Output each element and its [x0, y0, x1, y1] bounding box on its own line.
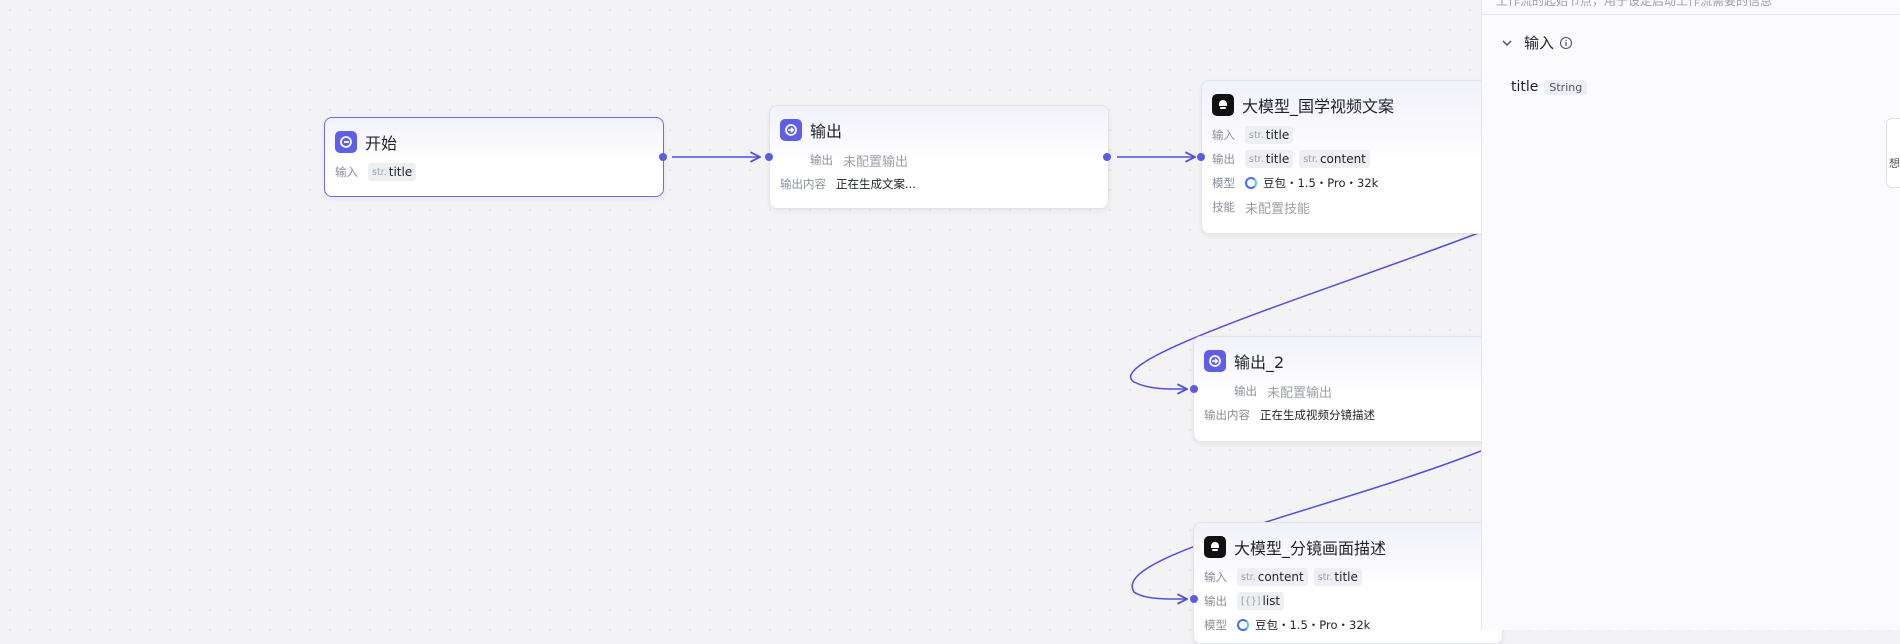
panel-description: 工作流的起始节点，用于设定启动工作流需要的信息 — [1496, 0, 1773, 8]
field-label: 输出 — [1204, 594, 1227, 608]
output-icon — [780, 119, 802, 141]
input-section-header[interactable]: 输入 — [1500, 32, 1573, 53]
field-label: 输入 — [1204, 570, 1227, 584]
model-value: 豆包・1.5・Pro・32k — [1255, 618, 1371, 632]
input-field-row[interactable]: title String — [1511, 79, 1588, 95]
field-label: 模型 — [1204, 618, 1227, 632]
node-title: 大模型_分镜画面描述 — [1234, 539, 1387, 558]
field-label: 输出 — [1212, 152, 1235, 166]
llm-icon — [1204, 536, 1226, 558]
right-edge-button-label: 想 — [1889, 157, 1900, 170]
node-llm-guoxue[interactable]: 大模型_国学视频文案 输入 str.title 输出 str.title str… — [1201, 80, 1503, 234]
field-label: 输入 — [1212, 128, 1235, 142]
variable-tag: [{}]list — [1237, 592, 1285, 610]
field-label: 输出 — [1234, 384, 1257, 398]
node-output-2[interactable]: 输出_2 输出 未配置输出 输出内容 正在生成视频分镜描述 — [1193, 336, 1503, 442]
variable-tag: str.title — [368, 163, 417, 181]
variable-tag: str.title — [1245, 150, 1294, 168]
node-llm-guoxue-input-port[interactable] — [1197, 153, 1205, 161]
node-title: 大模型_国学视频文案 — [1242, 97, 1395, 116]
model-value: 豆包・1.5・Pro・32k — [1263, 176, 1379, 190]
section-title: 输入 — [1524, 34, 1555, 52]
field-label: 输出 — [810, 153, 833, 167]
node-llm-fenjing-input-port[interactable] — [1190, 595, 1198, 603]
skill-value: 未配置技能 — [1245, 201, 1311, 217]
doubao-model-icon — [1237, 619, 1249, 631]
panel-divider — [1482, 14, 1900, 15]
chevron-down-icon[interactable] — [1500, 36, 1514, 50]
output-icon — [1204, 350, 1226, 372]
variable-tag: str.title — [1245, 126, 1294, 144]
node-output-input-port[interactable] — [765, 153, 773, 161]
node-title: 输出 — [810, 122, 843, 141]
node-title: 开始 — [365, 134, 398, 153]
node-output-2-input-port[interactable] — [1190, 385, 1198, 393]
variable-tag: str.title — [1313, 568, 1362, 586]
node-start-output-port[interactable] — [659, 153, 667, 161]
node-llm-fenjing[interactable]: 大模型_分镜画面描述 输入 str.content str.title 输出 [… — [1193, 522, 1503, 644]
start-icon — [335, 131, 357, 153]
variable-tag: str.content — [1237, 568, 1308, 586]
node-start[interactable]: 开始 输入 str.title — [324, 117, 664, 197]
output-content: 正在生成视频分镜描述 — [1260, 408, 1375, 422]
node-output-output-port[interactable] — [1103, 153, 1111, 161]
node-output[interactable]: 输出 输出 未配置输出 输出内容 正在生成文案... — [769, 105, 1109, 209]
field-type-badge: String — [1544, 79, 1588, 95]
right-edge-button[interactable]: 想 — [1886, 118, 1900, 188]
field-label: 输出内容 — [780, 177, 826, 191]
output-value: 未配置输出 — [843, 154, 909, 170]
llm-icon — [1212, 94, 1234, 116]
info-icon[interactable] — [1559, 36, 1573, 50]
doubao-model-icon — [1245, 177, 1257, 189]
field-label: 输出内容 — [1204, 408, 1250, 422]
field-label: 输入 — [335, 165, 358, 179]
variable-tag: str.content — [1299, 150, 1370, 168]
node-title: 输出_2 — [1234, 353, 1285, 372]
field-label: 模型 — [1212, 176, 1235, 190]
field-label: 技能 — [1212, 200, 1235, 214]
output-value: 未配置输出 — [1267, 385, 1333, 401]
output-content: 正在生成文案... — [836, 177, 916, 191]
field-name: title — [1511, 79, 1539, 95]
node-config-panel: 工作流的起始节点，用于设定启动工作流需要的信息 输入 title String — [1481, 0, 1900, 630]
